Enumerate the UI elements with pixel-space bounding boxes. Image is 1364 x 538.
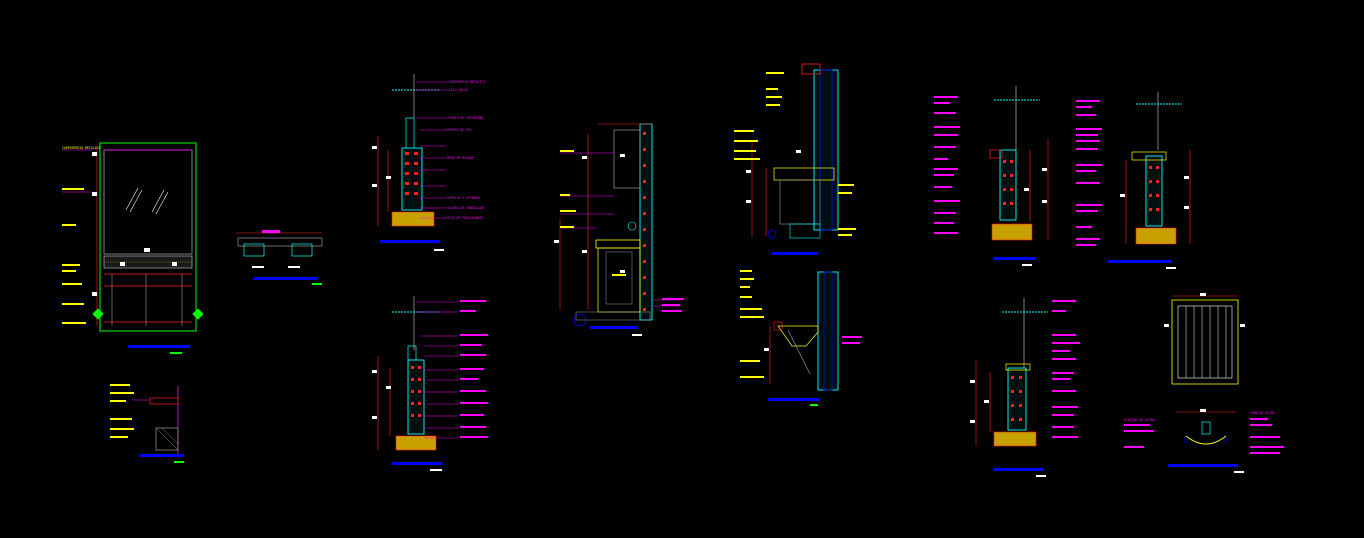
wall-section-upper: CARPINTERIA METALICA CIELO FALSO VIDRIO … bbox=[372, 74, 485, 251]
label-carpinteria: CARPINTERIA METALICA bbox=[447, 80, 485, 84]
label-cielo: CIELO FALSO bbox=[447, 88, 468, 92]
label-solera: SOLERA DE FUNDACION bbox=[447, 206, 484, 210]
gate-plan-detail bbox=[1164, 293, 1245, 385]
label-muro: MURO DE BLOQUE bbox=[447, 156, 474, 160]
label-tubo: TUBO DE ACERO bbox=[1250, 411, 1275, 415]
counter-section-upper bbox=[734, 63, 856, 255]
window-elevation-detail: CARPINTERIA METALICA bbox=[62, 142, 204, 354]
label-repello: REPELLO Y AFINADO bbox=[447, 196, 480, 200]
window-label-1: CARPINTERIA METALICA bbox=[62, 146, 100, 150]
wall-section-right-1 bbox=[934, 86, 1049, 266]
wall-section-right-2 bbox=[1076, 92, 1191, 269]
cabinet-section-detail bbox=[554, 123, 684, 336]
handle-detail: PLATINA DE ACERO TUBO DE ACERO bbox=[1124, 409, 1284, 473]
small-section-detail bbox=[110, 384, 184, 463]
label-puerta: PUERTA DE PVC bbox=[447, 128, 472, 132]
wall-section-lower bbox=[372, 296, 488, 471]
small-plan-detail bbox=[236, 230, 323, 285]
label-platina: PLATINA DE ACERO bbox=[1124, 418, 1155, 422]
counter-section-lower bbox=[740, 270, 862, 406]
wall-section-right-3 bbox=[970, 298, 1080, 477]
label-piso: PISO DE PORCELANATO bbox=[447, 216, 484, 220]
label-vidrio: VIDRIO DE SEGURIDAD bbox=[447, 116, 484, 120]
